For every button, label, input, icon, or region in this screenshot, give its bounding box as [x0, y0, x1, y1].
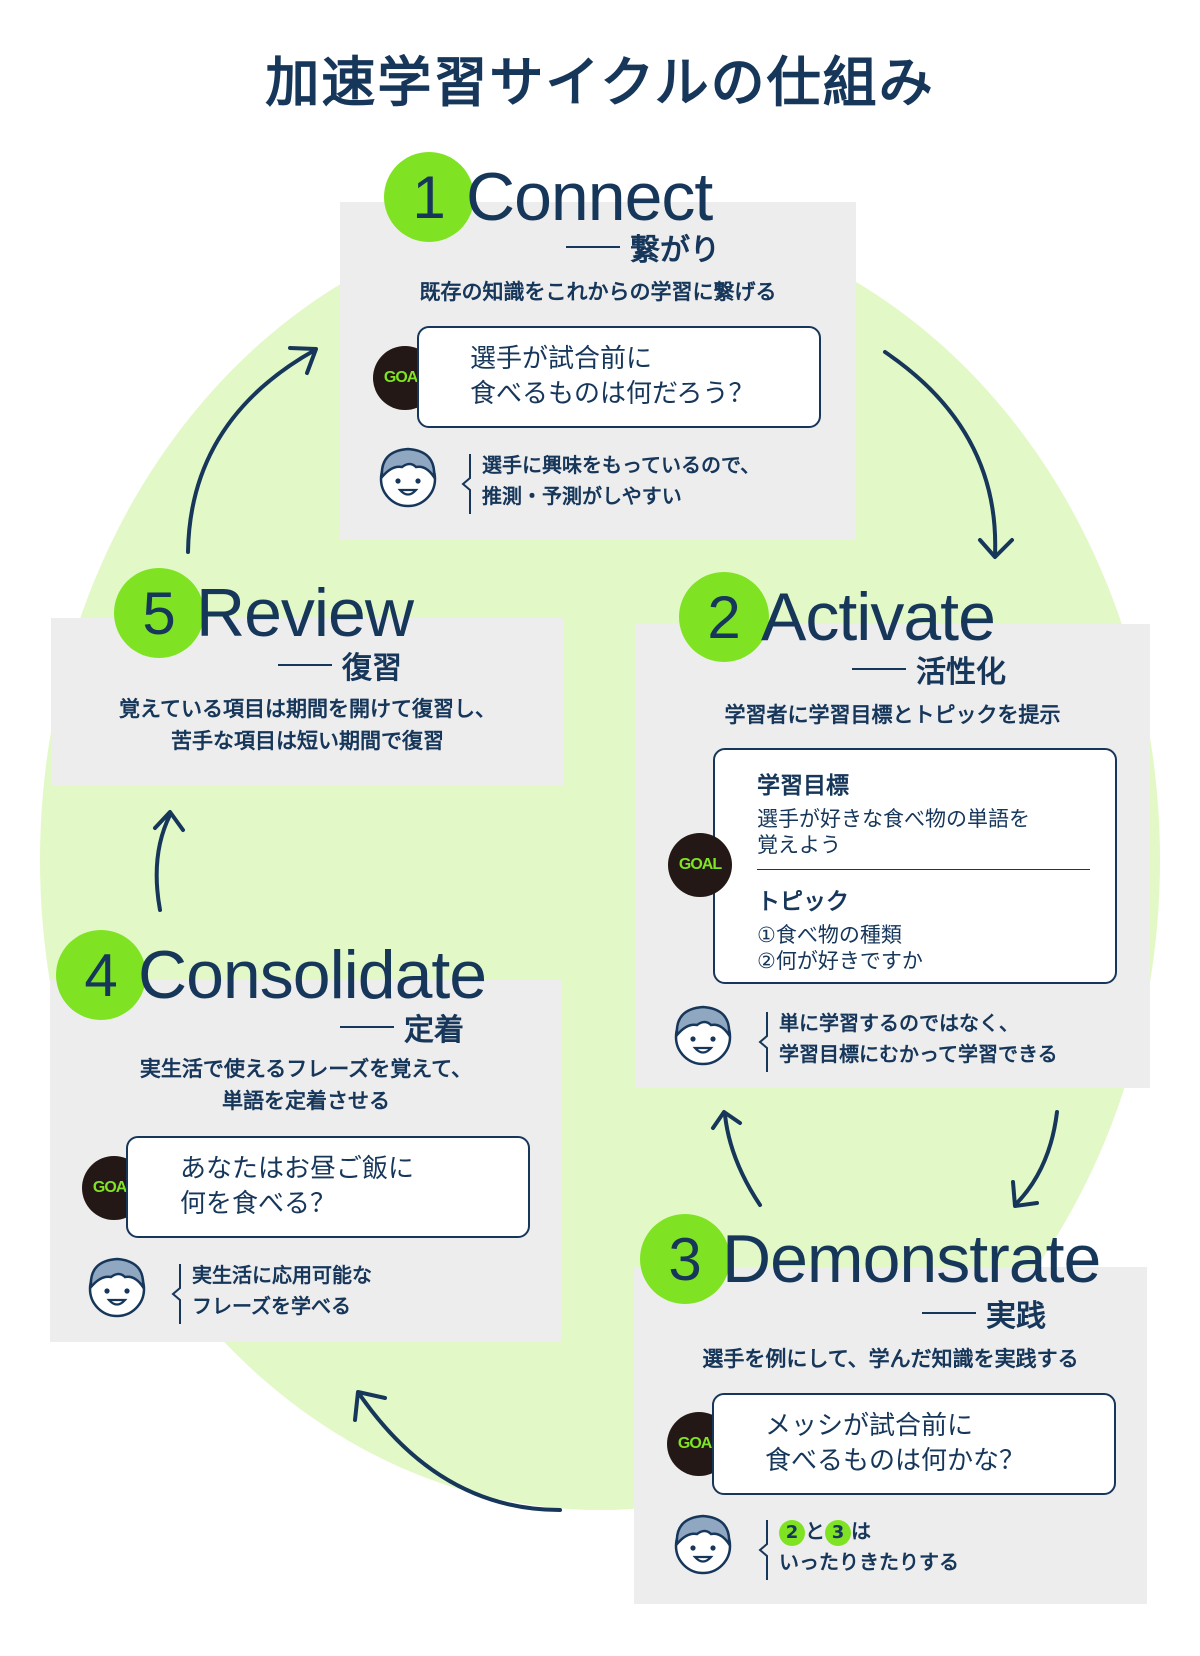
step-1-subtitle: 繋がり: [566, 225, 720, 269]
step-4-speech-bubble: [126, 1136, 530, 1238]
step-3-heading: 3 Demonstrate: [640, 1214, 1101, 1304]
step-2-goal-label: 学習目標: [757, 773, 849, 799]
step-2-topic-label: トピック: [757, 889, 849, 915]
step-4-name: Consolidate: [138, 937, 487, 1013]
arrow-5-to-1: [186, 346, 318, 554]
boy-face-icon: [674, 1005, 732, 1066]
step-4-description: 実生活で使えるフレーズを覚えて、単語を定着させる: [139, 1057, 473, 1113]
step-2-subtitle: 活性化: [852, 647, 1006, 691]
step-2-goal-block: 学習目標 選手が好きな食べ物の単語を覚えよう: [757, 766, 1097, 859]
arrow-4-to-5: [153, 810, 185, 912]
step-4-note: 実生活に応用可能なフレーズを学べる: [170, 1260, 372, 1324]
step-1-name: Connect: [466, 159, 713, 235]
arrow-2-to-3: [1011, 1110, 1059, 1208]
step-3-subtitle: 実践: [922, 1291, 1046, 1335]
step-2-description: 学習者に学習目標とトピックを提示: [724, 703, 1061, 727]
arrow-3-to-2: [711, 1110, 762, 1207]
step-3-ref-badge: 3: [825, 1520, 851, 1546]
step-2-number: 2: [679, 572, 769, 662]
step-2-ref-badge: 2: [779, 1520, 805, 1546]
step-5-name: Review: [196, 575, 414, 651]
step-5-heading: 5 Review: [114, 568, 414, 658]
step-1-number: 1: [384, 152, 474, 242]
step-2-divider: [757, 869, 1090, 870]
step-1-note: 選手に興味をもっているので、推測・予測がしやすい: [460, 450, 760, 514]
arrow-3-to-4: [353, 1390, 562, 1512]
boy-face-icon: [674, 1514, 732, 1575]
step-5-number: 5: [114, 568, 204, 658]
step-2-note: 単に学習するのではなく、学習目標にむかって学習できる: [757, 1008, 1058, 1072]
goal-logo-icon: GOAL: [668, 833, 732, 897]
step-1-bubble-text: 選手が試合前に食べるものは何だろう？: [470, 344, 755, 410]
step-1-heading: 1 Connect: [384, 152, 713, 242]
step-1-description: 既存の知識をこれからの学習に繋げる: [419, 280, 777, 304]
page-title: 加速学習サイクルの仕組み: [265, 51, 935, 114]
step-1-speech-bubble: [417, 326, 821, 428]
step-3-name: Demonstrate: [722, 1221, 1101, 1297]
step-3-speech-bubble: [712, 1393, 1116, 1495]
step-4-subtitle: 定着: [340, 1005, 464, 1049]
step-3-bubble-text: メッシが試合前に食べるものは何かな？: [765, 1411, 1026, 1477]
step-4-number: 4: [56, 930, 146, 1020]
step-4-bubble-text: あなたはお昼ご飯に何を食べる？: [180, 1154, 415, 1220]
arrow-1-to-2: [883, 350, 1014, 559]
step-4-heading: 4 Consolidate: [56, 930, 487, 1020]
step-2-goal-text: 選手が好きな食べ物の単語を覚えよう: [757, 807, 1030, 858]
step-5-subtitle: 復習: [278, 643, 402, 687]
step-3-description: 選手を例にして、学んだ知識を実践する: [702, 1347, 1079, 1371]
step-5-description: 覚えている項目は期間を開けて復習し、苦手な項目は短い期間で復習: [119, 697, 496, 753]
step-2-name: Activate: [761, 579, 996, 655]
boy-face-icon: [88, 1257, 146, 1318]
step-2-heading: 2 Activate: [679, 572, 996, 662]
boy-face-icon: [379, 447, 437, 508]
step-2-speech-bubble: [713, 748, 1117, 984]
step-3-number: 3: [640, 1214, 730, 1304]
